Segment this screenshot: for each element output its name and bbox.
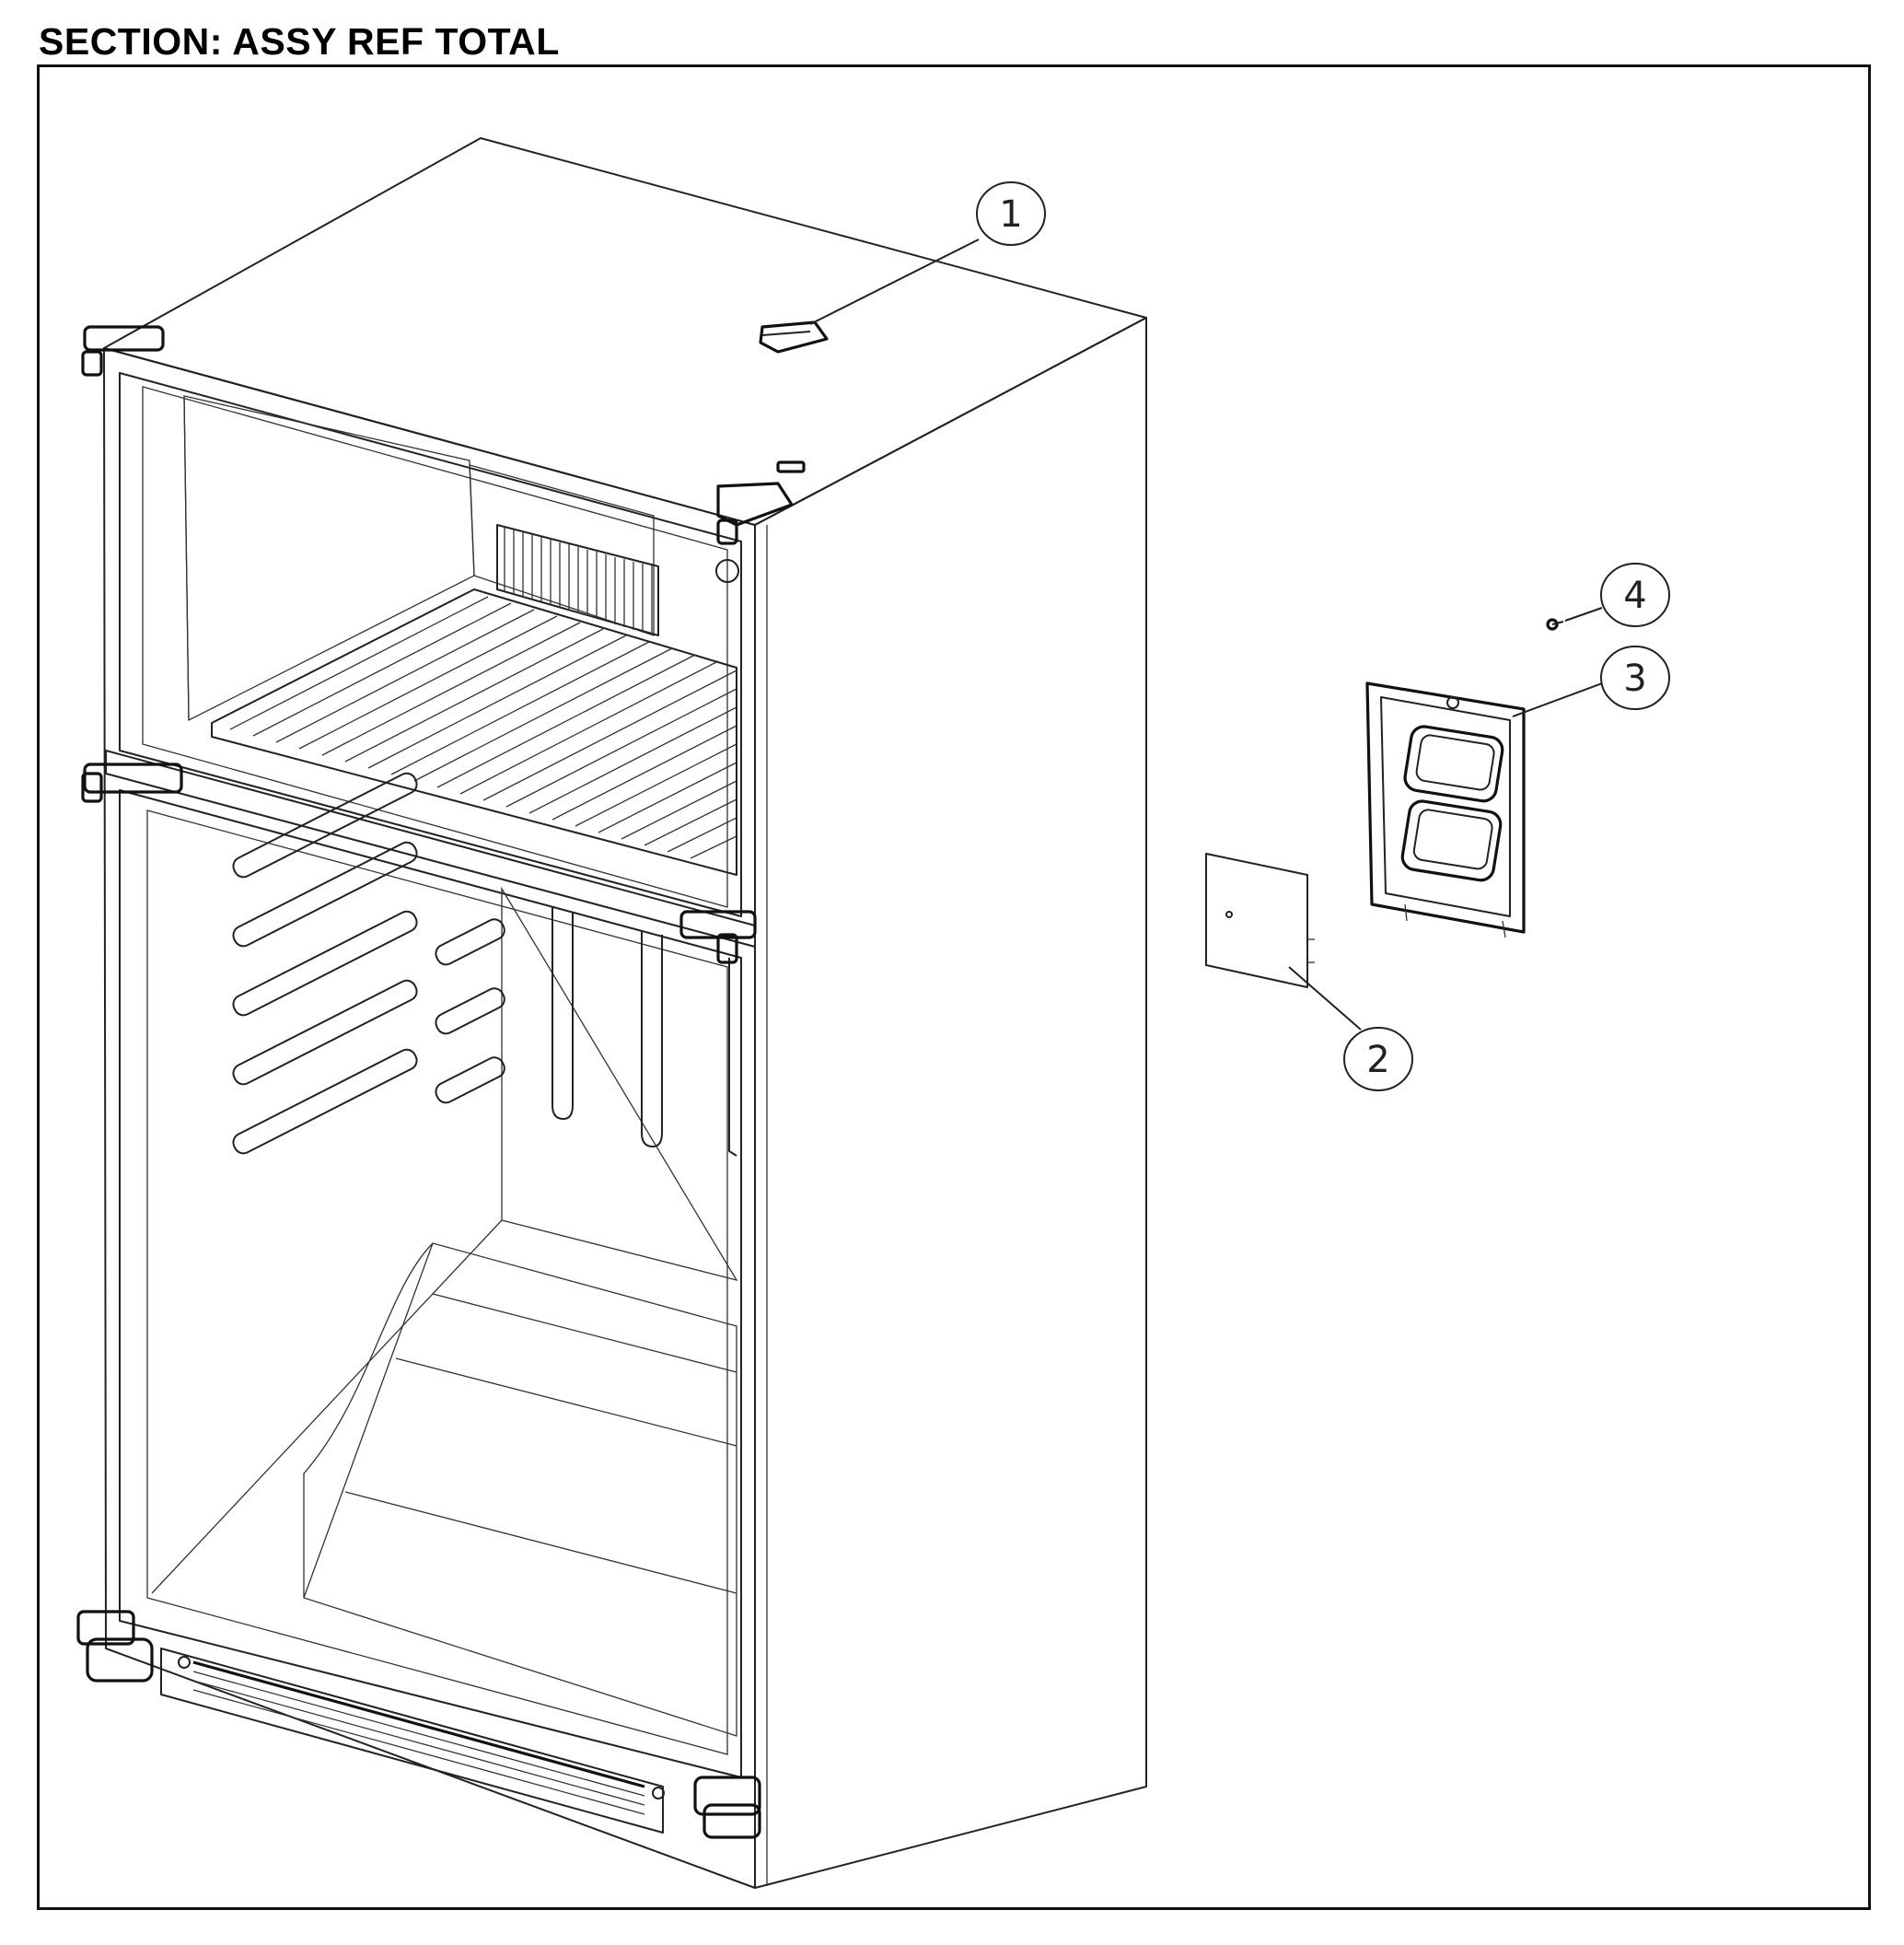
callout-bubble-4 xyxy=(1600,563,1670,627)
screw xyxy=(1546,618,1564,631)
drawing-frame xyxy=(37,64,1871,1910)
hinges xyxy=(76,325,794,1839)
freezer-opening xyxy=(119,372,742,917)
callout-bubble-3 xyxy=(1600,646,1670,710)
rear-cover-frame xyxy=(1365,681,1526,938)
callout-label-3: 3 xyxy=(1623,658,1646,700)
top-cap xyxy=(759,320,829,473)
leader-3 xyxy=(1512,682,1603,717)
callout-bubble-1 xyxy=(976,181,1046,246)
divider-mullion xyxy=(105,750,756,948)
bottom-grille xyxy=(160,1648,665,1834)
callout-label-2: 2 xyxy=(1366,1039,1389,1081)
freezer-shelf xyxy=(211,588,737,876)
callout-label-4: 4 xyxy=(1623,575,1646,617)
leader-1 xyxy=(809,239,980,325)
cabinet-side-face xyxy=(754,317,1147,1889)
cabinet-top-face xyxy=(103,137,1147,526)
callouts: 1 2 3 4 xyxy=(809,181,1670,1091)
callout-bubble-2 xyxy=(1343,1027,1413,1091)
fresh-food-opening xyxy=(119,789,742,1778)
callout-label-1: 1 xyxy=(999,193,1022,236)
leader-2 xyxy=(1288,966,1362,1031)
evaporator-grille xyxy=(496,524,659,636)
cabinet-front-frame xyxy=(103,347,756,1889)
shelf-rails xyxy=(232,772,505,1155)
section-title: SECTION: ASSY REF TOTAL xyxy=(39,20,560,63)
cover-plate xyxy=(1205,853,1315,988)
leader-4 xyxy=(1564,607,1603,622)
refrigerator-cabinet xyxy=(76,137,1147,1889)
